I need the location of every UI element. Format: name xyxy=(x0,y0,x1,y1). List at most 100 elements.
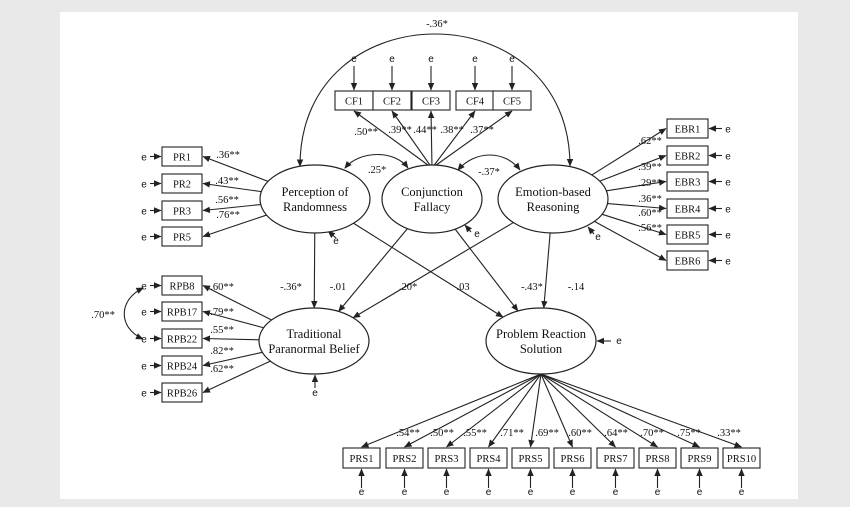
prs-box-2: PRS2 xyxy=(385,447,424,469)
cf-box-4-label: CF4 xyxy=(466,97,485,108)
ebr-box-3: EBR3 xyxy=(666,171,709,192)
prs-box-7-label: PRS7 xyxy=(604,454,628,465)
rpb-box-1-rect xyxy=(161,275,203,296)
path-perception-to-paranormal xyxy=(311,232,318,309)
rpb-box-4-rect xyxy=(161,355,203,376)
paths-layer xyxy=(123,33,745,488)
pr-box-3: PR3 xyxy=(161,200,203,221)
rpb-loading-path-2 xyxy=(202,310,264,329)
prs-box-4-label: PRS4 xyxy=(477,454,502,465)
ebr-loading-path-6 xyxy=(594,220,667,261)
rpb-loading-path-4 xyxy=(202,351,263,368)
prs-box-10-rect xyxy=(722,447,761,469)
prs-box-7: PRS7 xyxy=(596,447,635,469)
pr-box-3-rect xyxy=(161,200,203,221)
coef-emotion-problem: -.14 xyxy=(568,282,585,293)
rpb-box-2-rect xyxy=(161,301,203,322)
ebr-error-label-5: e xyxy=(725,231,731,242)
prs-box-2-rect xyxy=(385,447,424,469)
ebr-error-label-3: e xyxy=(725,178,731,189)
cf-box-2-label: CF2 xyxy=(383,97,401,108)
pr-box-4: PR5 xyxy=(161,226,203,247)
prs-error-label-1: e xyxy=(359,487,365,498)
cf-box-5-label: CF5 xyxy=(503,97,521,108)
cf-box-4: CF4 xyxy=(455,90,495,111)
ebr-box-3-rect xyxy=(666,171,709,192)
prs-loading-5: .69** xyxy=(535,428,559,439)
pr-box-4-rect xyxy=(161,226,203,247)
prs-box-8-label: PRS8 xyxy=(646,454,670,465)
covariance-conjunction-emotion-label: -.37* xyxy=(478,167,500,178)
rpb-error-label-3: e xyxy=(141,335,147,346)
cf-box-3-label: CF3 xyxy=(422,97,440,108)
prs-box-3-rect xyxy=(427,447,466,469)
pr-loading-path-3 xyxy=(202,203,261,213)
ebr-error-label-6: e xyxy=(725,257,731,268)
ebr-loading-5: .60** xyxy=(638,208,662,219)
prs-box-3: PRS3 xyxy=(427,447,466,469)
cf-box-5: CF5 xyxy=(492,90,532,111)
rpb-loading-1: .60** xyxy=(210,282,234,293)
ebr-error-label-2: e xyxy=(725,152,731,163)
prs-loading-path-2 xyxy=(404,373,542,448)
cf-loading-path-1 xyxy=(353,110,433,169)
frame-border-top xyxy=(0,0,850,12)
cf-loading-4: .38** xyxy=(440,125,464,136)
prs-box-10-label: PRS10 xyxy=(727,454,756,465)
prs-loading-3: .55** xyxy=(463,428,487,439)
ebr-box-1-rect xyxy=(666,118,709,139)
ebr-error-label-1: e xyxy=(725,125,731,136)
latent-problem-label-2: Solution xyxy=(520,342,563,356)
emotion-residual-path xyxy=(587,226,595,235)
ebr-loading-3: .29** xyxy=(638,178,662,189)
problem-residual-label: e xyxy=(616,336,622,347)
latent-conjunction-ellipse xyxy=(381,164,483,234)
covariance-perception-emotion xyxy=(296,33,574,167)
ebr-loading-path-2 xyxy=(599,154,667,182)
prs-error-label-5: e xyxy=(528,487,534,498)
cf-error-label-5: e xyxy=(509,54,515,65)
cf-box-3-rect xyxy=(411,90,451,111)
cf-error-label-3: e xyxy=(428,54,434,65)
ebr-box-4-label: EBR4 xyxy=(675,205,701,216)
coef-conjunction-paranormal: -.01 xyxy=(330,282,347,293)
prs-loading-1: .54** xyxy=(396,428,420,439)
latent-perception-label-1: Perception of xyxy=(282,185,350,199)
prs-error-label-8: e xyxy=(655,487,661,498)
cf-loading-path-3 xyxy=(427,110,435,169)
pr-box-2-label: PR2 xyxy=(173,180,191,191)
prs-box-3-label: PRS3 xyxy=(435,454,459,465)
coef-perception-paranormal: -.36* xyxy=(280,282,302,293)
latent-perception-ellipse xyxy=(259,164,371,234)
latent-conjunction-label-2: Fallacy xyxy=(414,200,452,214)
cf-error-label-4: e xyxy=(472,54,478,65)
latent-perception-label-2: Randomness xyxy=(283,200,347,214)
ebr-box-2-rect xyxy=(666,145,709,166)
ebr-box-5: EBR5 xyxy=(666,224,709,245)
frame-border-right xyxy=(798,0,850,507)
cf-box-1: CF1 xyxy=(334,90,374,111)
pr-error-label-2: e xyxy=(141,180,147,191)
ebr-loading-path-4 xyxy=(607,202,667,212)
prs-box-8: PRS8 xyxy=(638,447,677,469)
prs-loading-10: .33** xyxy=(717,428,741,439)
ebr-box-2: EBR2 xyxy=(666,145,709,166)
prs-box-1: PRS1 xyxy=(342,447,381,469)
prs-box-5-label: PRS5 xyxy=(519,454,543,465)
rpb-loading-5: .62** xyxy=(210,364,234,375)
path-emotion-to-paranormal xyxy=(352,222,514,319)
perception-residual-label: e xyxy=(333,236,339,247)
rpb-box-5-label: RPB26 xyxy=(167,389,197,400)
prs-box-5-rect xyxy=(511,447,550,469)
prs-loading-path-9 xyxy=(540,373,700,448)
prs-loading-path-5 xyxy=(528,373,542,448)
rpb-loading-4: .82** xyxy=(210,346,234,357)
ebr-box-6: EBR6 xyxy=(666,250,709,271)
pr-box-1-label: PR1 xyxy=(173,153,191,164)
ebr-box-4: EBR4 xyxy=(666,198,709,219)
prs-box-2-label: PRS2 xyxy=(393,454,417,465)
ebr-loading-path-1 xyxy=(591,128,667,176)
cf-box-5-rect xyxy=(492,90,532,111)
